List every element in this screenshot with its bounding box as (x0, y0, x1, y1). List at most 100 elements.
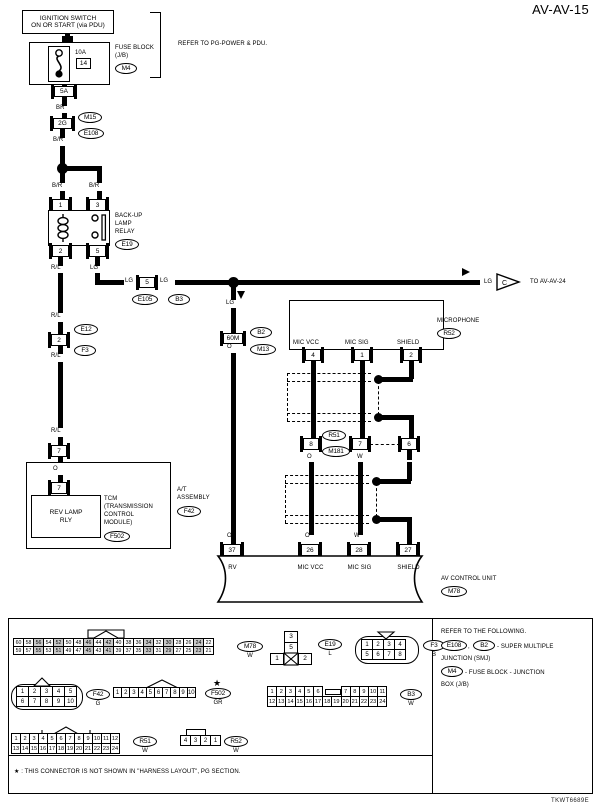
connector-color-e19: L (328, 651, 332, 657)
av-pin-label-rv: RV (228, 565, 237, 571)
mic-pin-label-vcc: MIC VCC (293, 340, 320, 346)
f42-notch-icon (32, 677, 52, 687)
connector-id-m13: M13 (250, 344, 276, 355)
wire-label-lg-down: LG (226, 300, 235, 306)
f3-notch-icon (376, 631, 396, 640)
refer-comma: , (468, 644, 470, 650)
wire-shield-lower-stub (407, 450, 412, 460)
svg-text:C: C (502, 280, 507, 287)
wire-mic-vcc-upper (311, 361, 316, 439)
splice-dot-lg (228, 277, 239, 288)
divider-bottom (8, 793, 593, 795)
arrow-down-icon (237, 291, 245, 299)
connector-pin-cell: 10 (64, 696, 77, 707)
wire-shield-lower-v2 (407, 517, 412, 544)
wire-lg-down (95, 273, 100, 283)
mic-pin-4: 4 (302, 347, 324, 363)
wire-shield-lower-v1 (407, 462, 412, 481)
shield-dot-upper-2 (374, 413, 383, 422)
wire-shield-lower-h2 (378, 517, 411, 522)
refer-id-e108: E108 (441, 640, 467, 651)
wire-label-lg-relay: LG (90, 265, 99, 271)
connector-id-m78-main: M78 (441, 586, 467, 597)
refer-line1-text: - SUPER MULTIPLE (497, 644, 554, 650)
wire-lg-h1 (95, 280, 124, 285)
wire-at-in (58, 457, 63, 463)
refer-line1-cont: JUNCTION (SMJ) (441, 656, 491, 662)
wire-5a-to-br (62, 97, 67, 106)
rev-lamp-relay-box: REV LAMP RLY (31, 495, 101, 538)
shield-dash-upper-top2 (287, 381, 371, 382)
relay-name-line2: LAMP (115, 221, 132, 227)
wire-label-o-60m: O (227, 344, 232, 350)
wire-lg-60m-in (231, 314, 236, 333)
at-assembly-line1: A/T (177, 487, 187, 493)
refer-id-m4: M4 (441, 666, 463, 677)
mic-pin-2: 2 (400, 347, 422, 363)
av-pin-26: 26 (298, 542, 322, 558)
connector-color-b3: W (408, 701, 414, 707)
refer-id-b2: B2 (473, 640, 495, 651)
connector-id-e12: E12 (74, 324, 98, 335)
footnote-text: ★ : THIS CONNECTOR IS NOT SHOWN IN "HARN… (14, 769, 241, 775)
connector-color-r51: W (142, 748, 148, 754)
shield-dash-lower-left (285, 475, 286, 523)
terminal-2g: 2G (50, 116, 75, 131)
wire-mic-sig-upper (360, 361, 365, 439)
wire-2g-out (60, 129, 65, 138)
connector-id-f42: F42 (177, 506, 201, 517)
wire-br-left-down2 (60, 191, 65, 200)
wire-shield-upper-v (409, 361, 414, 379)
fuse-rating-label: 10A (75, 50, 86, 56)
wire-label-br: BR (56, 105, 65, 111)
terminal-60m: 60M (220, 331, 246, 346)
link-to-av-av-24[interactable]: TO AV-AV-24 (530, 279, 566, 285)
shield-dash-upper-left (287, 373, 288, 421)
shield-dash-upper-bot1 (287, 413, 371, 414)
rev-lamp-relay-line2: RLY (59, 516, 73, 524)
wire-b-r-down (60, 146, 65, 164)
wire-lg-to-60m (231, 308, 236, 314)
connector-pin-cell: 21 (203, 646, 214, 655)
wire-label-b-r-1: B/R (53, 137, 64, 143)
shield-dash-lower-right (376, 483, 377, 517)
connector-color-f42: G (95, 701, 101, 707)
wire-label-lg-right: LG (160, 278, 169, 284)
connector-label-e19: E19 (318, 639, 342, 650)
wire-br-right-down2 (97, 191, 102, 200)
wire-mic-sig-lower (358, 462, 363, 535)
shield-dash-lower-bot2 (285, 523, 369, 524)
wire-label-o-av-vcc: O (305, 533, 310, 539)
connector-color-r52: W (233, 748, 239, 754)
connector-label-m78: M78 (237, 641, 263, 652)
wire-rl-3 (58, 346, 63, 354)
terminal-stub-ignition (62, 36, 73, 43)
wire-label-lg-far: LG (484, 279, 493, 285)
av-pin-28: 28 (347, 542, 371, 558)
tcm-label-line2: (TRANSMISSION (104, 504, 153, 510)
refer-line2-text: - FUSE BLOCK - JUNCTION (465, 670, 545, 676)
wire-tcm-in (58, 475, 63, 482)
relay-coil-icon (57, 214, 69, 242)
wire-shield-upper-h2 (380, 415, 413, 420)
shield-dot-upper-1 (374, 375, 383, 384)
b3-key-slot-icon (325, 689, 341, 695)
wire-rl-2 (58, 322, 63, 334)
tcm-label-line3: CONTROL (104, 512, 135, 518)
wire-o-to-av-unit (231, 353, 236, 545)
wire-br-branch-h (62, 166, 102, 171)
connector-id-m181: M181 (322, 446, 350, 457)
wire-label-rl-4: R/L (51, 428, 61, 434)
terminal-lg-5: 5 (136, 275, 158, 290)
wire-rl-1 (58, 273, 63, 313)
